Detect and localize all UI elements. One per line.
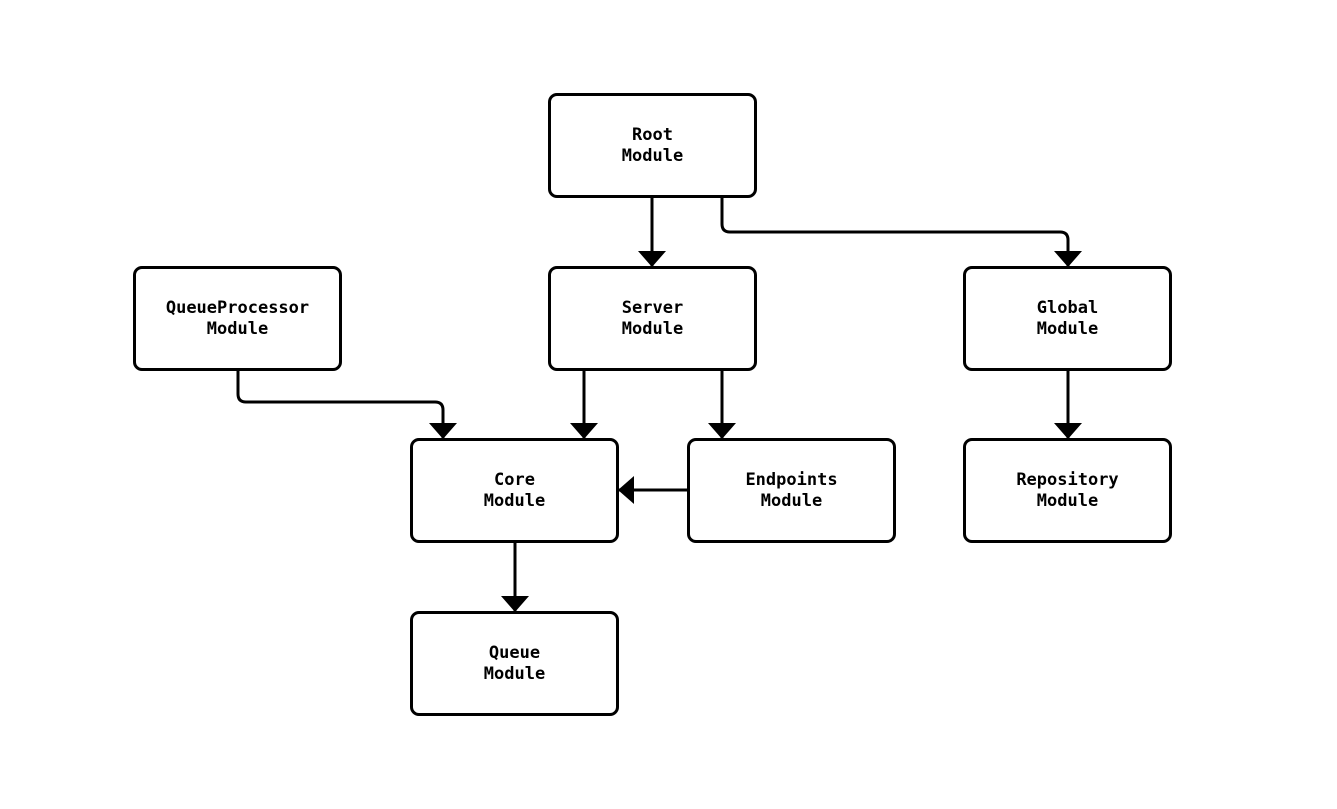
edge-root-module-to-global-module <box>720 198 1082 267</box>
node-label-repository-module: Repository Module <box>1016 469 1119 511</box>
node-label-queue-module: Queue Module <box>483 642 546 684</box>
node-core-module: Core Module <box>410 438 619 543</box>
node-repository-module: Repository Module <box>963 438 1172 543</box>
node-queueprocessor-module: QueueProcessor Module <box>133 266 342 371</box>
node-endpoints-module: Endpoints Module <box>687 438 896 543</box>
node-label-core-module: Core Module <box>483 469 546 511</box>
node-label-endpoints-module: Endpoints Module <box>745 469 838 511</box>
edge-queueprocessor-module-to-core-module <box>236 371 457 439</box>
node-label-global-module: Global Module <box>1036 297 1099 339</box>
node-server-module: Server Module <box>548 266 757 371</box>
node-queue-module: Queue Module <box>410 611 619 716</box>
node-root-module: Root Module <box>548 93 757 198</box>
node-label-queueprocessor-module: QueueProcessor Module <box>165 297 310 339</box>
node-global-module: Global Module <box>963 266 1172 371</box>
node-label-server-module: Server Module <box>621 297 684 339</box>
node-label-root-module: Root Module <box>621 124 684 166</box>
